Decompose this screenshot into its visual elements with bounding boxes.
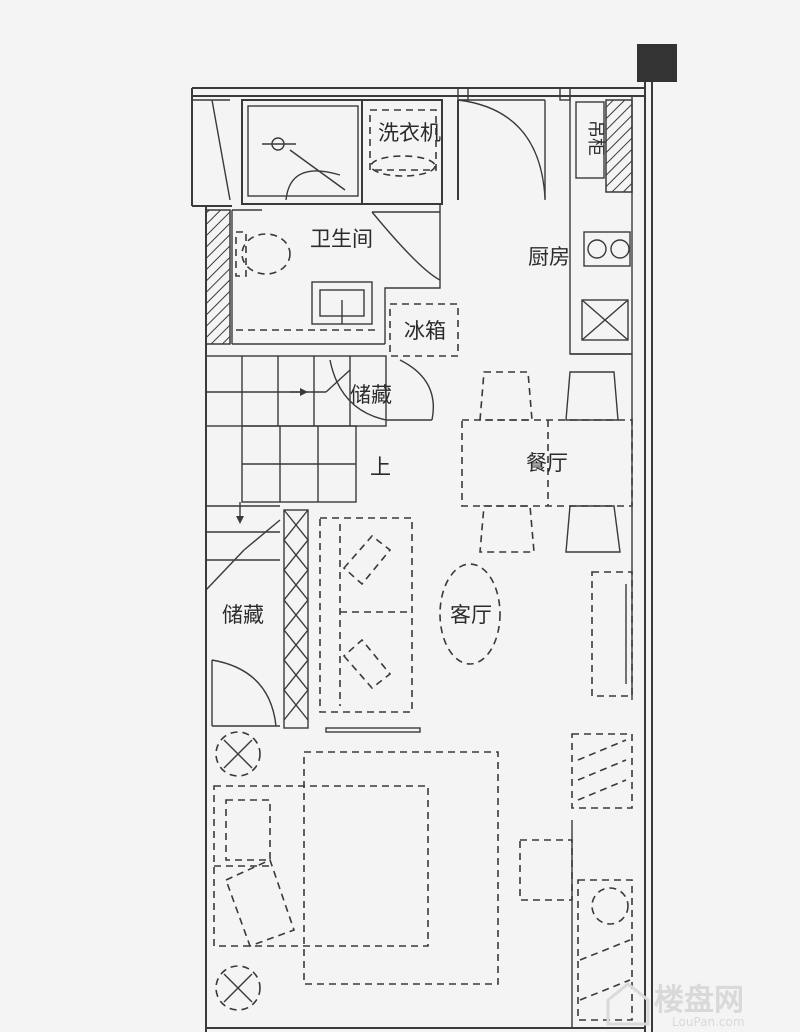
watermark-brand: 楼盘网 (654, 983, 744, 1018)
label-storage-upper: 储藏 (350, 383, 392, 407)
kitchen-hatched-wall (605, 99, 633, 193)
storage-door (211, 659, 280, 727)
watermark: 楼盘网 LouPan.com (606, 982, 745, 1029)
label-kitchen: 厨房 (528, 245, 570, 269)
label-storage-lower: 储藏 (222, 603, 264, 627)
washing-machine-icon (369, 109, 437, 171)
nightstand-lamp-icon (215, 965, 261, 1011)
stairs-arrow-icon (236, 516, 244, 524)
coffee-table (439, 563, 501, 665)
label-stairs-up: 上 (370, 455, 391, 479)
label-bathroom: 卫生间 (310, 227, 373, 251)
label-cabinet: 吊柜 (585, 120, 606, 156)
bathroom-area (205, 99, 443, 345)
staircase (205, 355, 434, 591)
label-living: 客厅 (450, 603, 492, 627)
corner-column (637, 44, 677, 82)
wardrobe (519, 733, 633, 1028)
label-fridge: 冰箱 (404, 319, 446, 343)
sofa (319, 517, 413, 713)
nightstand-lamp-icon (215, 731, 261, 777)
watermark-url: LouPan.com (672, 1015, 745, 1029)
dining-set (461, 371, 633, 553)
kitchen-sink-icon (581, 299, 629, 341)
watermark-house-icon (606, 982, 650, 1026)
bathroom-hatched-wall (205, 209, 231, 345)
label-dining: 餐厅 (526, 451, 568, 475)
partition-screen (283, 509, 309, 729)
room-divider (325, 727, 421, 733)
entrance-door (457, 87, 571, 200)
label-washing-machine: 洗衣机 (378, 121, 441, 145)
kitchen-counter (569, 95, 633, 700)
tv-cabinet (591, 571, 633, 697)
bed (213, 731, 499, 1011)
toilet-icon (241, 233, 291, 275)
stove-icon (587, 239, 607, 259)
outer-walls (191, 82, 653, 1032)
